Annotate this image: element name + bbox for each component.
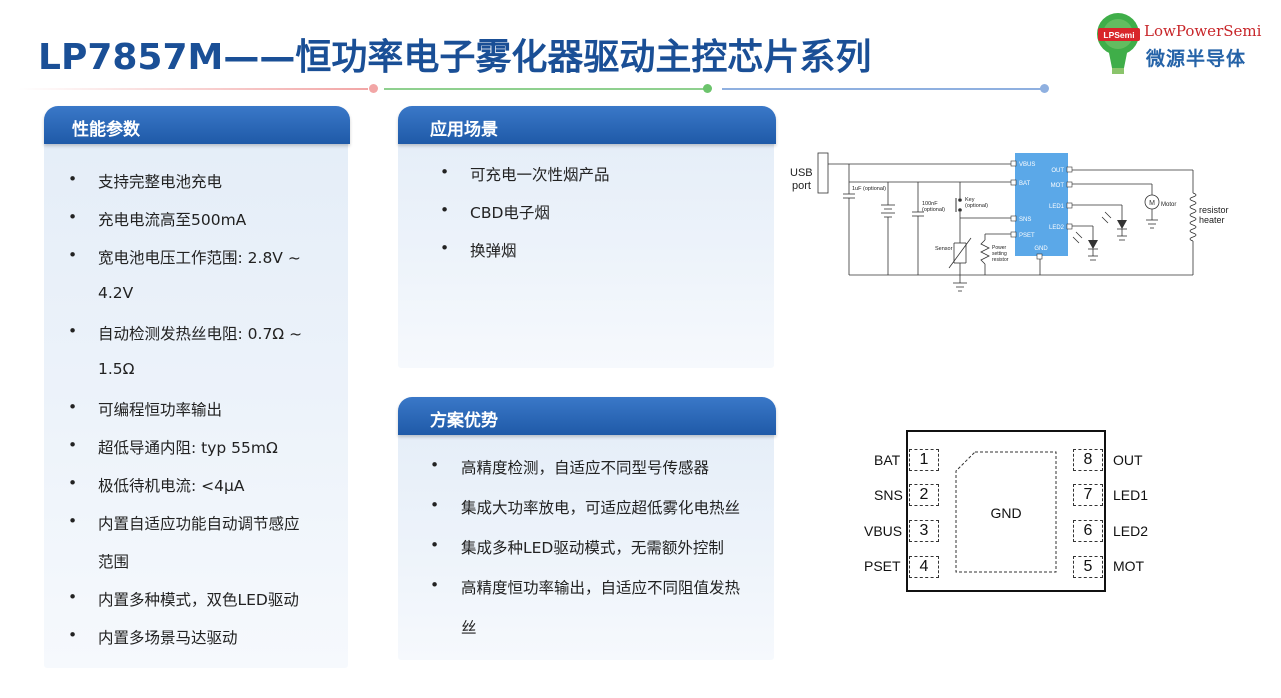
- performance-heading: 性能参数: [72, 120, 140, 140]
- power-resistor-label-2: setting: [992, 251, 1007, 257]
- advantages-header: 方案优势: [398, 397, 776, 435]
- cap-100nf-label: 100nF: [922, 201, 938, 207]
- package-pin-number: 2: [909, 484, 939, 506]
- package-pin-label: BAT: [874, 452, 901, 468]
- package-pin-label: LED1: [1113, 487, 1149, 503]
- package-pin-label: VBUS: [864, 523, 903, 539]
- divider-line-2: [384, 88, 704, 90]
- usb-port-label: port: [792, 180, 811, 192]
- performance-panel: [44, 118, 348, 668]
- cap-1uf-label: 1uF (optional): [852, 186, 886, 192]
- heater-label-2: heater: [1199, 215, 1225, 225]
- chip-pin-pset: PSET: [1019, 233, 1035, 239]
- chip-pin-bat: BAT: [1019, 181, 1031, 187]
- heater-label-1: resistor: [1199, 205, 1229, 215]
- advantages-heading: 方案优势: [430, 411, 498, 431]
- package-pin-number: 4: [909, 556, 939, 578]
- motor-label: Motor: [1161, 202, 1176, 208]
- package-pin-label: PSET: [864, 558, 901, 574]
- page-title: LP7857M——恒功率电子雾化器驱动主控芯片系列: [38, 37, 872, 78]
- divider-line-1: [18, 88, 368, 90]
- power-resistor-label-1: Power: [992, 245, 1007, 251]
- chip-pin-sns: SNS: [1019, 217, 1031, 223]
- package-pin-number: 7: [1073, 484, 1103, 506]
- package-gnd-pad: GND: [955, 451, 1057, 573]
- chip-pin-led1: LED1: [1049, 204, 1065, 210]
- divider-dot-2: [703, 84, 712, 93]
- logo-name-en: LowPowerSemi: [1144, 22, 1262, 40]
- package-pin-number: 1: [909, 449, 939, 471]
- usb-label: USB: [790, 167, 813, 179]
- package-pin-number: 6: [1073, 520, 1103, 542]
- divider-dot-1: [369, 84, 378, 93]
- package-gnd-label: GND: [990, 505, 1021, 521]
- cap-100nf-optional-label: (optional): [922, 207, 945, 213]
- chip-pin-mot: MOT: [1051, 183, 1065, 189]
- package-pin-number: 3: [909, 520, 939, 542]
- logo-badge-text: LPSemi: [1103, 30, 1134, 40]
- application-circuit-diagram: M VBUS BAT SNS PSET OUT MOT LED1 LED2 GN…: [790, 152, 1229, 292]
- package-pin-label: LED2: [1113, 523, 1149, 539]
- lightbulb-logo-icon: LPSemi: [1097, 13, 1140, 74]
- key-label: Key: [965, 197, 975, 203]
- applications-heading: 应用场景: [430, 120, 498, 140]
- logo-name-cn: 微源半导体: [1146, 48, 1247, 70]
- chip-pin-gnd: GND: [1034, 246, 1048, 252]
- package-pinout: [906, 430, 1106, 592]
- chip-pin-out: OUT: [1051, 168, 1064, 174]
- package-pin-label: SNS: [874, 487, 903, 503]
- power-resistor-label-3: resistor: [992, 257, 1009, 263]
- divider-dot-3: [1040, 84, 1049, 93]
- divider-line-3: [722, 88, 1042, 90]
- company-logo: LPSemi LowPowerSemi 微源半导体: [1094, 8, 1274, 80]
- package-pin-label: OUT: [1113, 452, 1143, 468]
- applications-panel: [398, 118, 774, 368]
- chip-pin-vbus: VBUS: [1019, 162, 1035, 168]
- key-optional-label: (optional): [965, 203, 988, 209]
- package-pin-number: 5: [1073, 556, 1103, 578]
- performance-header: 性能参数: [44, 106, 350, 144]
- svg-text:M: M: [1149, 200, 1155, 207]
- sensor-label: Sensor: [935, 246, 953, 252]
- chip-pin-led2: LED2: [1049, 225, 1065, 231]
- package-pin-number: 8: [1073, 449, 1103, 471]
- package-pin-label: MOT: [1113, 558, 1145, 574]
- applications-header: 应用场景: [398, 106, 776, 144]
- advantages-panel: [398, 408, 774, 660]
